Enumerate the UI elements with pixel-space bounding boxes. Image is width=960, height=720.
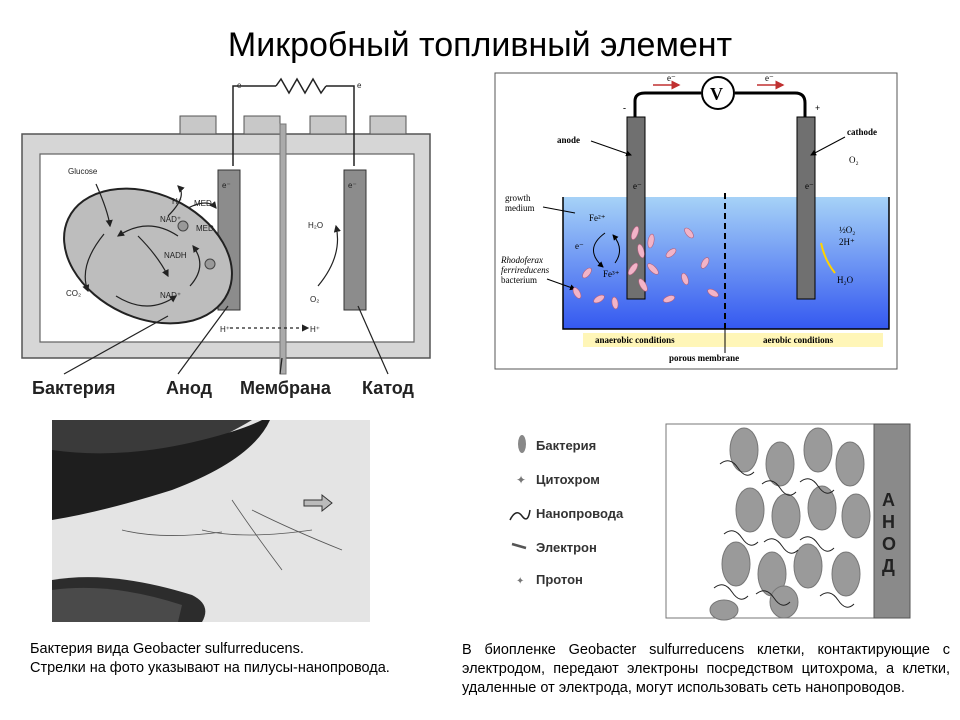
o2-label: O₂: [310, 295, 319, 304]
anode-letter: Н: [882, 512, 895, 532]
legend-proton: Протон: [536, 572, 583, 587]
e-label: e⁻: [805, 181, 814, 191]
hplus-label: H⁺: [172, 197, 182, 206]
bacteria-cells: [572, 226, 719, 310]
legend-nanowire: Нанопровода: [536, 506, 624, 521]
e-anode-label: e⁻: [222, 181, 231, 190]
anode-bar: [873, 423, 911, 619]
biofilm-cells: [709, 427, 871, 621]
e-label: e⁻: [575, 241, 584, 251]
fe2-label: Fe²⁺: [589, 213, 606, 223]
h2o-label: H₂O: [308, 221, 323, 230]
e-label: e: [237, 81, 242, 90]
caption-left: Бактерия вида Geobacter sulfurreducens. …: [30, 640, 450, 678]
glucose-label: Glucose: [68, 167, 98, 176]
nanowire-icon: [509, 509, 531, 521]
nad-label: NAD⁺: [160, 215, 181, 224]
cathode-label: cathode: [847, 127, 877, 137]
aerobic-label: aerobic conditions: [763, 335, 834, 345]
caption-right: В биопленке Geobacter sulfurreducens кле…: [462, 641, 950, 698]
voltmeter-label: V: [710, 84, 723, 104]
page-title: Микробный топливный элемент: [227, 26, 733, 64]
bacterium-name: bacterium: [501, 275, 537, 285]
legend-bacterium: Бактерия: [536, 438, 596, 453]
legend-electron: Электрон: [536, 540, 597, 555]
biofilm-legend: Бактерия ✦ Цитохром Нанопровода Электрон…: [509, 423, 911, 621]
hplus-label: H⁺: [310, 325, 320, 334]
bacterium-name: ferrireducens: [501, 265, 550, 275]
e-label: e⁻: [765, 73, 774, 83]
anode-label: Анод: [166, 378, 213, 398]
cathode-label: Катод: [362, 378, 415, 398]
2h-label: 2H⁺: [839, 237, 855, 247]
arrow-icon: [303, 493, 333, 513]
nanowires: [713, 460, 855, 608]
caption-text: В биопленке Geobacter sulfurreducens кле…: [462, 642, 950, 696]
condition-bar: [583, 333, 883, 347]
medium-label: medium: [505, 203, 535, 213]
h2o-label: H₂O: [837, 275, 854, 285]
mfc-schematic: e e e⁻ e⁻ Glucose NAD⁺ NADH NAD⁺ CO₂ H⁺ …: [21, 77, 431, 398]
minus-sign: -: [623, 103, 626, 113]
legend: Бактерия ✦ Цитохром Нанопровода Электрон…: [509, 435, 624, 587]
bacteria-label: Бактерия: [32, 378, 115, 398]
co2-label: CO₂: [66, 289, 81, 298]
e-label: e⁻: [667, 73, 676, 83]
electron-icon: [511, 542, 527, 550]
nad-label: NAD⁺: [160, 291, 181, 300]
hplus-label: H⁺: [220, 325, 230, 334]
bacterium-icon: [518, 435, 526, 453]
anode-letter: А: [882, 490, 895, 510]
plus-sign: +: [815, 103, 820, 113]
cytochrome-icon: ✦: [516, 473, 526, 487]
external-wire: [232, 85, 276, 166]
proton-icon: ✦: [516, 576, 524, 587]
nadh-label: NADH: [164, 251, 187, 260]
anode-letter: О: [882, 534, 896, 554]
membrane: [279, 123, 287, 375]
anaerobic-label: anaerobic conditions: [595, 335, 675, 345]
e-label: e⁻: [633, 181, 642, 191]
cathode-electrode: [796, 116, 816, 300]
bacterium-name: Rhodoferax: [500, 255, 543, 265]
med-label: MED: [194, 199, 212, 208]
legend-cytochrome: Цитохром: [536, 472, 600, 487]
e-cathode-label: e⁻: [348, 181, 357, 190]
med-label: MED: [196, 224, 214, 233]
anode-label: anode: [557, 135, 580, 145]
o2-label: O₂: [849, 155, 859, 165]
membrane-label: Мембрана: [240, 378, 332, 398]
e-label: e: [357, 81, 362, 90]
voltmeter-icon: [701, 76, 735, 110]
clamps: [179, 115, 407, 135]
porous-label: porous membrane: [669, 353, 739, 363]
anode-letter: Д: [882, 556, 895, 576]
mfc-bacterial-schematic: anaerobic conditions aerobic conditions …: [494, 72, 898, 370]
half-o2-label: ½O₂: [839, 225, 855, 235]
resistor-icon: [275, 77, 327, 95]
caption-line: Стрелки на фото указывают на пилусы-нано…: [30, 660, 390, 676]
cathode-electrode: [343, 169, 367, 311]
caption-line: Бактерия вида Geobacter sulfurreducens.: [30, 641, 304, 657]
microscopy-photo: [52, 420, 370, 622]
fe3-label: Fe³⁺: [603, 269, 620, 279]
growth-label: growth: [505, 193, 531, 203]
